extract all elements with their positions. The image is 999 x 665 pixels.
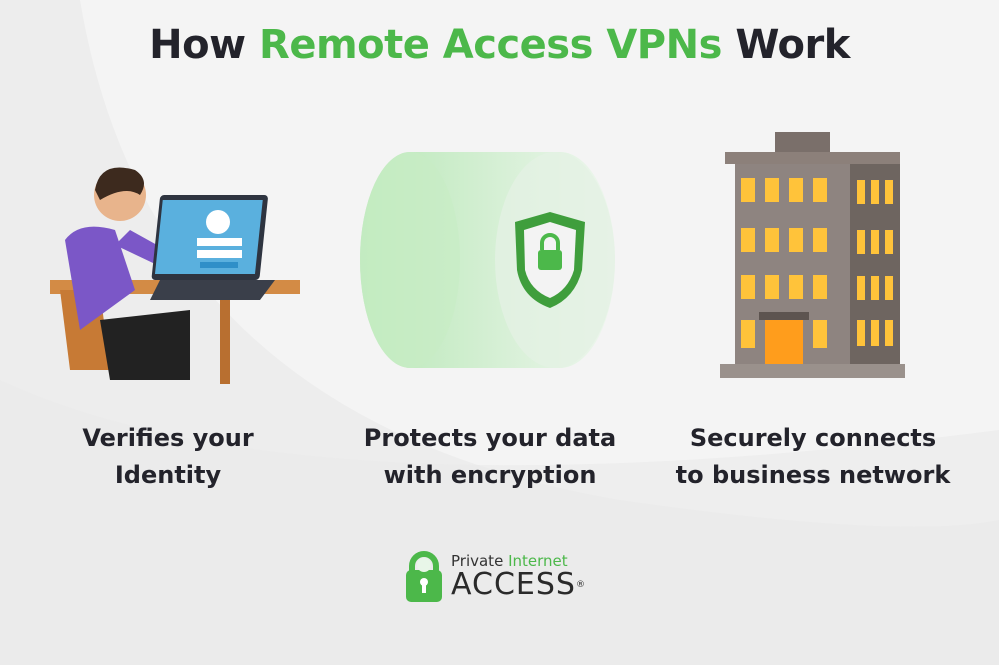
encrypted-tunnel-shield-icon: [360, 152, 615, 368]
person-laptop-icon: [50, 167, 300, 384]
pia-logo: Private Internet ACCESS®: [405, 550, 586, 602]
office-building-icon: [720, 132, 905, 378]
padlock-logo-icon: [406, 551, 442, 602]
page-title: How Remote Access VPNs Work: [149, 22, 850, 68]
logo-line2: ACCESS®: [451, 567, 586, 602]
logo-line1: Private Internet: [451, 552, 568, 570]
